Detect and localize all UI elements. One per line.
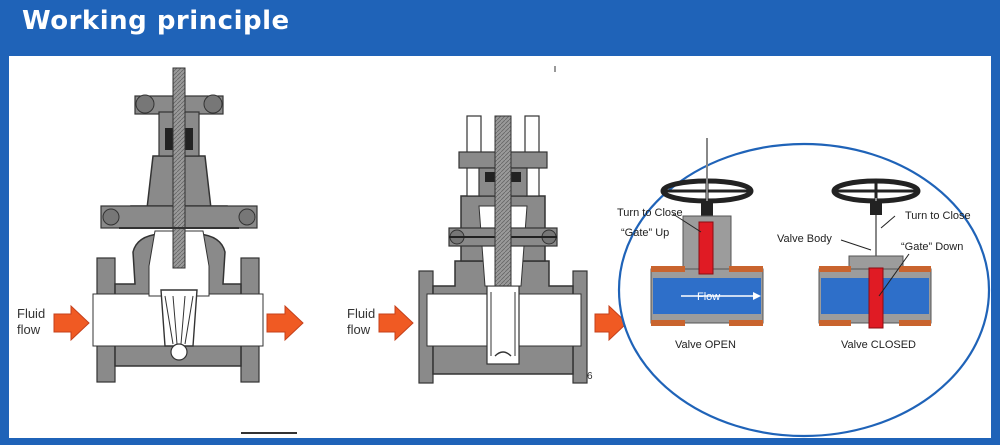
page-title: Working principle bbox=[22, 6, 290, 36]
gate-up-label: “Gate” Up bbox=[621, 227, 669, 239]
valve-closed-caption: Valve CLOSED bbox=[841, 339, 916, 351]
gate-down-label: “Gate” Down bbox=[901, 241, 963, 253]
left-fluid-label-2: flow bbox=[17, 322, 41, 337]
middle-page-mark: 6 bbox=[587, 371, 593, 382]
valve-closed-illustration: Turn to Close Valve Body “Gate” Down Val… bbox=[777, 178, 971, 351]
left-gate-valve: Fluid flow bbox=[17, 67, 304, 383]
valve-body-label: Valve Body bbox=[777, 233, 832, 245]
right-valve-comparison: Flow Turn to Close “Gate” Up Valve OPEN bbox=[617, 138, 991, 438]
left-fluid-label-1: Fluid bbox=[17, 306, 45, 321]
valve-open-illustration: Flow Turn to Close “Gate” Up Valve OPEN bbox=[617, 138, 764, 351]
flow-label: Flow bbox=[697, 291, 720, 303]
middle-outlet-arrow-icon bbox=[594, 304, 628, 342]
middle-inlet-arrow-icon bbox=[378, 304, 414, 342]
left-inlet-arrow-icon bbox=[53, 304, 90, 342]
valve-open-caption: Valve OPEN bbox=[675, 339, 736, 351]
closed-turn-to-close-label: Turn to Close bbox=[905, 210, 971, 222]
middle-fluid-label-1: Fluid bbox=[347, 306, 375, 321]
diagram-panel: Fluid flow Fluid flow bbox=[9, 56, 991, 438]
open-turn-to-close-label: Turn to Close bbox=[617, 207, 683, 219]
middle-fluid-label-2: flow bbox=[347, 322, 371, 337]
middle-gate-valve: Fluid flow 6 bbox=[347, 66, 628, 384]
left-outlet-arrow-icon bbox=[266, 304, 304, 342]
